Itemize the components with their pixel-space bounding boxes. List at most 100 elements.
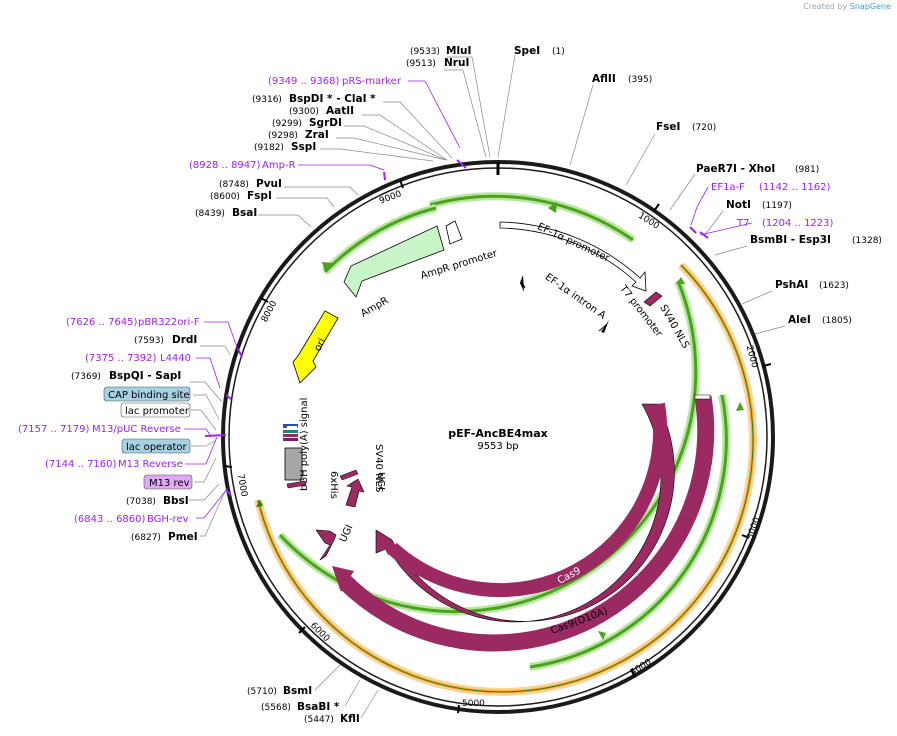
primer-name: T7 xyxy=(736,218,749,229)
enzyme-name: ZraI xyxy=(305,129,329,141)
enzyme-pos: (1) xyxy=(552,47,565,57)
ugi-lower: UGI xyxy=(315,523,356,561)
enzyme-name: KflI xyxy=(340,713,360,725)
tick-label: 8000 xyxy=(260,299,280,324)
plasmid-length: 9553 bp xyxy=(477,441,518,452)
enzyme-name: SpeI xyxy=(514,45,540,57)
t7-promoter: T7 promoter xyxy=(598,283,665,340)
enzyme-pos: (720) xyxy=(692,123,716,133)
enzyme-pos: (1197) xyxy=(762,201,792,211)
enzyme-name: AleI xyxy=(788,314,811,326)
enzyme-pos: (1805) xyxy=(822,316,852,326)
primer-name: pRS-marker xyxy=(342,76,402,87)
ampr-label: AmpR xyxy=(359,295,390,319)
enzyme-name: NotI xyxy=(726,199,751,211)
enzyme-name: BspQI - SapI xyxy=(109,370,181,382)
enzyme-pos: (5710) xyxy=(247,687,277,697)
enzyme-pos: (9300) xyxy=(289,107,319,117)
primer-range: (8928 .. 8947) xyxy=(189,160,261,171)
enzyme-name: SspI xyxy=(291,141,316,153)
primer-range: (7144 .. 7160) xyxy=(45,459,117,470)
enzyme-name: AflII xyxy=(592,73,616,85)
tick-label: 3000 xyxy=(745,516,762,541)
enzyme-pos: (1623) xyxy=(819,281,849,291)
ugi-lower-label: UGI xyxy=(338,523,356,544)
enzyme-name: PaeR7I - XhoI xyxy=(696,163,775,175)
primer-range: (1142 .. 1162) xyxy=(759,182,831,193)
cap-binding-site-label: CAP binding site xyxy=(108,390,190,401)
enzyme-pos: (7593) xyxy=(134,336,164,346)
enzyme-pos: (9298) xyxy=(268,131,298,141)
plasmid-name: pEF-AncBE4max xyxy=(448,427,548,440)
enzyme-name: BsmI xyxy=(283,685,312,697)
m13-rev-box: M13 rev xyxy=(143,474,193,490)
primer-name: BGH-rev xyxy=(147,514,189,525)
t7-promoter-label: T7 promoter xyxy=(617,283,665,340)
lac-promoter-box: lac promoter xyxy=(120,402,191,418)
enzyme-pos: (981) xyxy=(795,165,819,175)
m13-rev-label: M13 rev xyxy=(149,478,190,489)
enzyme-pos: (7038) xyxy=(126,497,156,507)
enzyme-name: NruI xyxy=(444,57,469,69)
lac-region-marks xyxy=(283,424,298,441)
enzyme-name: PmeI xyxy=(168,531,198,543)
ori-feature: ori xyxy=(292,310,339,384)
bgh-polya-label: bGH poly(A) signal xyxy=(299,398,310,491)
enzyme-name: SgrDI xyxy=(309,117,342,129)
primer-range: (6843 .. 6860) xyxy=(74,514,146,525)
enzyme-name: FseI xyxy=(656,121,680,133)
primer-marks xyxy=(204,159,709,496)
lac-operator-box: lac operator xyxy=(121,438,191,454)
cap-binding-site-box: CAP binding site xyxy=(103,386,191,402)
enzyme-pos: (9513) xyxy=(406,59,436,69)
enzyme-pos: (395) xyxy=(628,75,652,85)
enzyme-name: FspI xyxy=(247,190,272,202)
primer-name: M13/pUC Reverse xyxy=(92,424,181,435)
tick-label: 5000 xyxy=(462,699,485,709)
enzyme-pos: (9299) xyxy=(272,119,302,129)
enzyme-pos: (5447) xyxy=(304,715,334,725)
sv40-nls-lower-label: SV40 NLS xyxy=(373,444,384,493)
tick-label: 9000 xyxy=(378,189,403,206)
snapgene-brand: SnapGene xyxy=(849,2,891,11)
enzyme-pos: (9533) xyxy=(410,47,440,57)
enzyme-name: BspDI * - ClaI * xyxy=(289,93,376,105)
backbone xyxy=(221,160,775,714)
ugi-upper: UGI xyxy=(345,472,386,508)
enzyme-name: MluI xyxy=(446,45,471,57)
6xhis-feature: 6xHis xyxy=(286,471,339,499)
enzyme-pos: (7369) xyxy=(71,372,101,382)
lac-promoter-label: lac promoter xyxy=(125,406,190,417)
enzyme-pos: (8600) xyxy=(210,192,240,202)
primer-range: (7626 .. 7645) xyxy=(66,317,138,328)
primer-leaders xyxy=(184,80,753,519)
enzyme-pos: (9316) xyxy=(252,95,282,105)
enzyme-pos: (8748) xyxy=(219,180,249,190)
primer-range: (1204 .. 1223) xyxy=(762,218,834,229)
primer-name: L4440 xyxy=(160,353,191,364)
enzyme-name: PshAI xyxy=(775,279,808,291)
enzyme-name: AatII xyxy=(326,105,354,117)
ef1a-intron-label: EF-1α intron A xyxy=(543,272,608,322)
primer-range: (7375 .. 7392) xyxy=(85,353,157,364)
credit-prefix: Created by xyxy=(803,2,848,11)
ori-label: ori xyxy=(312,337,328,354)
enzyme-pos: (1328) xyxy=(852,236,882,246)
leader-lines xyxy=(189,54,786,719)
enzyme-name: BsaI xyxy=(232,207,257,219)
primer-range: (7157 .. 7179) xyxy=(18,424,90,435)
enzyme-name: BsaBI * xyxy=(297,701,340,713)
ef1a-intron: EF-1α intron A xyxy=(520,272,608,322)
enzyme-name: BbsI xyxy=(163,495,189,507)
primer-name: Amp-R xyxy=(262,160,296,171)
enzyme-pos: (9182) xyxy=(254,143,284,153)
enzyme-pos: (6827) xyxy=(131,533,161,543)
sv40-nls-lower: SV40 NLS xyxy=(339,444,384,493)
enzyme-pos: (8439) xyxy=(195,209,225,219)
tick-label: 4000 xyxy=(629,657,654,678)
primer-name: pBR322ori-F xyxy=(138,317,200,328)
enzyme-name: DrdI xyxy=(172,334,197,346)
enzyme-name: PvuI xyxy=(256,178,282,190)
primer-name: EF1a-F xyxy=(711,182,745,193)
